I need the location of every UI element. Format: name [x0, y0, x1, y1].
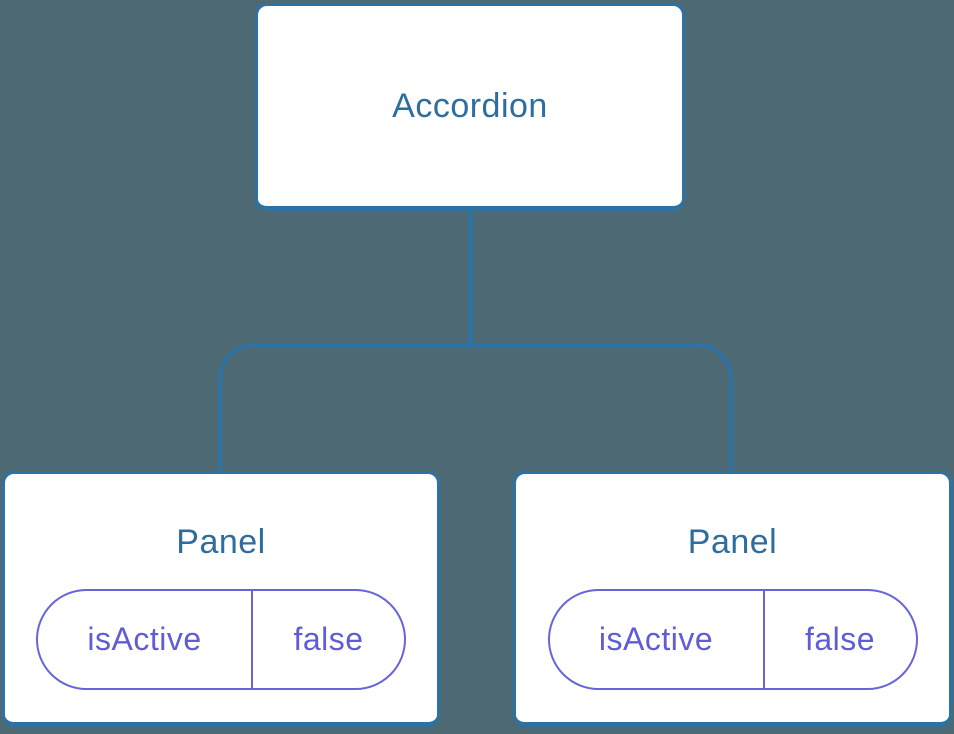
connector-stem: [468, 210, 473, 347]
node-panel-left: Panel isActive false: [2, 471, 440, 727]
state-value-cell: false: [765, 591, 916, 688]
state-value-label: false: [293, 621, 364, 657]
state-value-label: false: [804, 621, 876, 657]
connector-bracket: [218, 343, 733, 471]
state-value-cell: false: [253, 591, 404, 688]
node-accordion-label: Accordion: [392, 86, 548, 125]
state-key-label: isActive: [87, 621, 202, 657]
node-accordion: Accordion: [255, 3, 685, 211]
state-key-label: isActive: [598, 621, 714, 657]
state-key-cell: isActive: [38, 591, 253, 688]
state-pill-right: isActive false: [547, 589, 918, 690]
state-key-cell: isActive: [550, 591, 765, 688]
node-panel-right: Panel isActive false: [513, 471, 952, 727]
node-panel-left-label: Panel: [176, 523, 266, 561]
node-panel-right-label: Panel: [687, 523, 778, 561]
state-pill-left: isActive false: [36, 589, 406, 690]
